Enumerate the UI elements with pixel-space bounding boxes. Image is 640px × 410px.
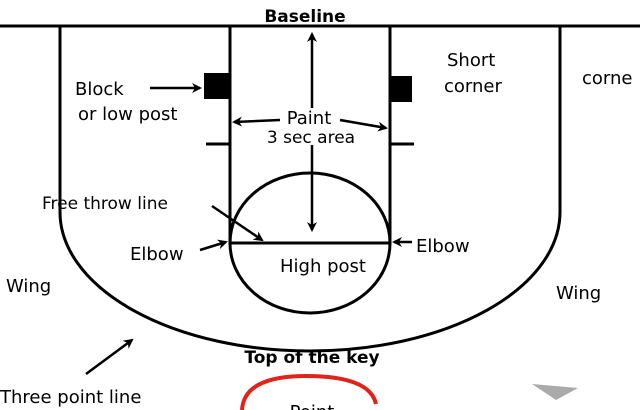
paint-label-line1: Paint xyxy=(287,108,332,129)
corner-label: corne xyxy=(582,68,632,89)
elbow-left-arrow xyxy=(199,239,228,252)
three-point-line-label: Three point line xyxy=(0,387,141,408)
elbow-left-label: Elbow xyxy=(130,244,184,265)
short-corner-label-line1: Short xyxy=(447,50,495,71)
free-throw-line-label: Free throw line xyxy=(42,194,168,214)
free-throw-arrow xyxy=(211,204,264,242)
elbow-right-label: Elbow xyxy=(416,236,470,257)
wing-right-label: Wing xyxy=(556,283,601,304)
paint-arrow-right xyxy=(339,118,388,132)
paint-arrow-left xyxy=(232,116,281,127)
paint-label-line2: 3 sec area xyxy=(267,128,355,148)
free-throw-circle-top xyxy=(228,171,392,244)
block-right xyxy=(390,76,412,102)
block-label-line2: or low post xyxy=(78,104,177,125)
short-corner-label-line2: corner xyxy=(444,76,502,97)
block-left xyxy=(204,73,230,99)
three-point-arrow xyxy=(85,338,134,376)
pointer-icon xyxy=(532,384,578,400)
wing-left-label: Wing xyxy=(6,276,51,297)
point-label: Point xyxy=(290,402,335,410)
top-of-key-label: Top of the key xyxy=(244,348,379,368)
high-post-label: High post xyxy=(280,256,366,277)
three-point-line xyxy=(58,26,562,353)
block-label-line1: Block xyxy=(75,79,124,100)
point-marker xyxy=(240,373,378,410)
free-throw-circle-bottom xyxy=(228,242,392,315)
baseline-label: Baseline xyxy=(264,7,345,27)
